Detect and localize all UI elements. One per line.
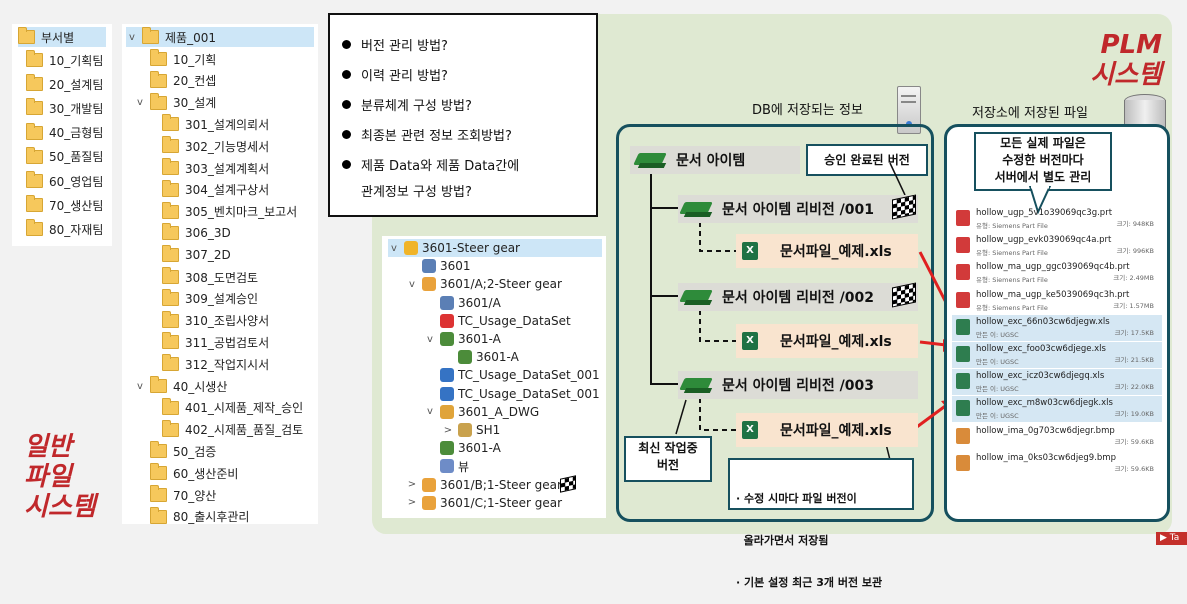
revision-icon xyxy=(682,198,712,220)
file-name: hollow_ima_0g703cw6djegr.bmp xyxy=(976,426,1115,436)
file-name: hollow_exc_66n03cw6djegw.xls xyxy=(976,317,1110,327)
xls-icon xyxy=(956,346,970,362)
file-size: 크기: 19.0KB xyxy=(1115,408,1154,418)
xls-icon xyxy=(956,400,970,416)
file-name: hollow_ma_ugp_ke5039069qc3h.prt xyxy=(976,290,1129,300)
file-size: 크기: 2.49MB xyxy=(1113,272,1154,282)
document-file-002[interactable]: X 문서파일_예제.xls xyxy=(736,324,918,358)
file-size: 크기: 17.5KB xyxy=(1115,327,1154,337)
revision-label: 문서 아이템 리비전 /003 xyxy=(722,375,874,395)
excel-icon: X xyxy=(742,242,758,260)
bmp-icon xyxy=(956,455,970,471)
document-file-001[interactable]: X 문서파일_예제.xls xyxy=(736,234,918,268)
play-icon: ▶ xyxy=(1160,533,1167,543)
file-meta: 유형: Siemens Part File xyxy=(976,247,1048,257)
corner-badge[interactable]: ▶ Ta xyxy=(1156,532,1187,545)
file-meta: 유형: Siemens Part File xyxy=(976,302,1048,312)
storage-file-row[interactable]: hollow_ugp_5v1o39069qc3g.prt 유형: Siemens … xyxy=(952,206,1162,232)
storage-file-row[interactable]: hollow_exc_foo03cw6djege.xls 만든 이: UGSC 크기… xyxy=(952,342,1162,368)
file-label: 문서파일_예제.xls xyxy=(780,420,892,440)
nx-icon xyxy=(956,292,970,308)
file-size: 크기: 21.5KB xyxy=(1115,354,1154,364)
revision-icon xyxy=(682,374,712,396)
xls-icon xyxy=(956,373,970,389)
file-meta: 만든 이: UGSC xyxy=(976,410,1019,420)
storage-file-row[interactable]: hollow_ugp_evk039069qc4a.prt 유형: Siemens … xyxy=(952,233,1162,259)
revision-label: 문서 아이템 리비전 /002 xyxy=(722,287,874,307)
xls-icon xyxy=(956,319,970,335)
file-size: 크기: 22.0KB xyxy=(1115,381,1154,391)
file-size: 크기: 59.6KB xyxy=(1115,436,1154,446)
file-name: hollow_exc_m8w03cw6djegk.xls xyxy=(976,398,1113,408)
document-revision-002[interactable]: 문서 아이템 리비전 /002 xyxy=(678,283,918,311)
file-name: hollow_ima_0ks03cw6djeg9.bmp xyxy=(976,453,1116,463)
file-size: 크기: 59.6KB xyxy=(1115,463,1154,473)
storage-note-callout: 모든 실제 파일은 수정한 버전마다 서버에서 별도 관리 xyxy=(974,132,1112,191)
storage-file-row[interactable]: hollow_exc_66n03cw6djegw.xls 만든 이: UGSC 크기… xyxy=(952,315,1162,341)
file-meta: 만든 이: UGSC xyxy=(976,329,1019,339)
storage-file-row[interactable]: hollow_ma_ugp_ggc039069qc4b.prt 유형: Sieme… xyxy=(952,260,1162,286)
file-meta: 유형: Siemens Part File xyxy=(976,220,1048,230)
storage-title: 저장소에 저장된 파일 xyxy=(972,102,1088,121)
file-name: hollow_exc_icz03cw6djegq.xls xyxy=(976,371,1104,381)
bmp-icon xyxy=(956,428,970,444)
file-name: hollow_exc_foo03cw6djege.xls xyxy=(976,344,1106,354)
file-label: 문서파일_예제.xls xyxy=(780,331,892,351)
nx-icon xyxy=(956,264,970,280)
file-meta: 만든 이: UGSC xyxy=(976,383,1019,393)
file-label: 문서파일_예제.xls xyxy=(780,241,892,261)
document-revision-001[interactable]: 문서 아이템 리비전 /001 xyxy=(678,195,918,223)
file-size: 크기: 948KB xyxy=(1117,218,1154,228)
file-meta: 만든 이: UGSC xyxy=(976,356,1019,366)
latest-version-callout: 최신 작업중 버전 xyxy=(624,436,712,482)
nx-icon xyxy=(956,237,970,253)
storage-file-row[interactable]: hollow_ma_ugp_ke5039069qc3h.prt 유형: Sieme… xyxy=(952,288,1162,314)
file-name: hollow_ugp_evk039069qc4a.prt xyxy=(976,235,1111,245)
storage-file-row[interactable]: hollow_exc_icz03cw6djegq.xls 만든 이: UGSC 크기… xyxy=(952,369,1162,395)
file-size: 크기: 996KB xyxy=(1117,245,1154,255)
document-file-003[interactable]: X 문서파일_예제.xls xyxy=(736,413,918,447)
nx-icon xyxy=(956,210,970,226)
excel-icon: X xyxy=(742,332,758,350)
file-name: hollow_ugp_5v1o39069qc3g.prt xyxy=(976,208,1112,218)
revision-label: 문서 아이템 리비전 /001 xyxy=(722,199,874,219)
version-notes-callout: · 수정 시마다 파일 버전이 올라가면서 저장됨 · 기본 설정 최근 3개 … xyxy=(728,458,914,510)
file-name: hollow_ma_ugp_ggc039069qc4b.prt xyxy=(976,262,1130,272)
corner-badge-label: Ta xyxy=(1170,533,1180,543)
storage-file-row[interactable]: hollow_exc_m8w03cw6djegk.xls 만든 이: UGSC 크기… xyxy=(952,396,1162,422)
document-revision-003[interactable]: 문서 아이템 리비전 /003 xyxy=(678,371,918,399)
revision-icon xyxy=(682,286,712,308)
file-size: 크기: 1.57MB xyxy=(1113,300,1154,310)
file-meta: 유형: Siemens Part File xyxy=(976,274,1048,284)
excel-icon: X xyxy=(742,421,758,439)
